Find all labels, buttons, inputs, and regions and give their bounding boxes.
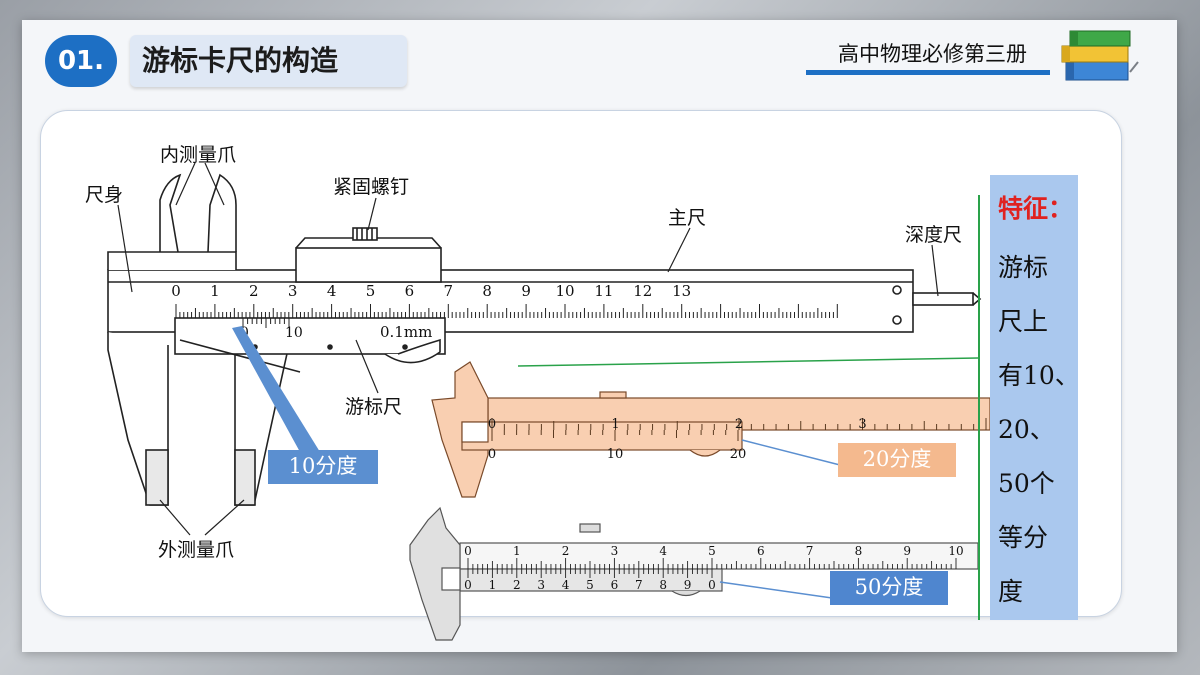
tag-10-division: 10分度: [268, 450, 378, 484]
ruler50-main-number: 9: [903, 544, 911, 558]
ruler50-main-number: 4: [659, 544, 667, 558]
ruler50-main-number: 5: [708, 544, 716, 558]
ruler20-vernier-ticks: [491, 430, 739, 441]
vernier-10-ticks: [242, 318, 290, 328]
ruler50-vernier-number: 2: [513, 578, 521, 592]
main-scale-number: 0: [171, 282, 181, 300]
label-leaders: [117, 162, 939, 536]
feature-title: 特征：: [998, 194, 1074, 223]
caliper-10-division: [107, 173, 982, 506]
ruler50-vernier-number: 5: [586, 578, 594, 592]
main-scale-number: 8: [482, 282, 492, 300]
ruler50-main-number: 1: [513, 544, 521, 558]
label-main-scale: 主尺: [668, 207, 707, 229]
ruler20-main-number: 3: [858, 417, 866, 432]
ruler50-main-number: 7: [806, 544, 814, 558]
tag-50-division: 50分度: [830, 571, 948, 605]
ruler20-vernier-number: 10: [607, 447, 624, 462]
ruler50-vernier-number: 1: [489, 578, 497, 592]
main-scale-number: 13: [672, 282, 691, 300]
main-scale-number: 2: [249, 282, 259, 300]
lock-screw: [352, 227, 378, 241]
main-scale-number: 6: [405, 282, 415, 300]
tag-10-pointer: [232, 326, 320, 452]
depth-rod: [912, 292, 974, 306]
subject-label: 高中物理必修第三册: [838, 42, 1027, 66]
ruler50-main-number: 6: [757, 544, 765, 558]
ruler50-vernier-number: 7: [635, 578, 643, 592]
inner-jaw-moving: [207, 173, 237, 253]
tag-50-leader: [719, 581, 833, 599]
label-lock-screw: 紧固螺钉: [333, 176, 410, 198]
inner-jaw-fixed: [159, 173, 182, 253]
vernier-precision: 0.1mm: [380, 323, 432, 341]
main-scale-number: 11: [594, 282, 613, 300]
ruler50-vernier-number: 4: [562, 578, 570, 592]
main-scale-ticks: [175, 304, 838, 318]
ruler50-main-number: 8: [855, 544, 863, 558]
ruler50-vernier-number: 6: [611, 578, 619, 592]
caliper-20-division: [431, 361, 991, 498]
page-title: 游标卡尺的构造: [130, 35, 407, 87]
ruler20-main-ticks: [491, 418, 987, 430]
caliper-50-division: [409, 506, 979, 641]
main-scale-number: 5: [366, 282, 376, 300]
ruler20-main-number: 0: [488, 417, 496, 432]
label-inner-jaw: 内测量爪: [160, 144, 237, 166]
ruler20-vernier-number: 0: [488, 447, 496, 462]
main-scale-number: 9: [521, 282, 531, 300]
main-scale-number: 1: [210, 282, 220, 300]
green-divider: [978, 195, 980, 620]
main-scale-number: 4: [327, 282, 337, 300]
ruler50-main-number: 10: [948, 544, 963, 558]
vernier-plate: [174, 317, 446, 355]
ruler50-vernier-ticks: [467, 569, 713, 578]
ruler50-vernier-numbers: 0 1 2 3 4 5 6 7 8 9 0: [464, 578, 716, 592]
ruler50-vernier-number: 0: [708, 578, 716, 592]
label-body: 尺身: [85, 184, 124, 206]
green-connector: [517, 357, 979, 367]
feature-line: 等分: [998, 523, 1049, 552]
ruler50-main-ticks: [467, 558, 957, 569]
ruler50-main-number: 0: [464, 544, 472, 558]
ruler50-main-number: 2: [562, 544, 570, 558]
main-scale-number: 12: [633, 282, 652, 300]
feature-line: 20、: [998, 415, 1055, 444]
main-scale-number: 7: [444, 282, 454, 300]
ruler20-vernier-number: 20: [730, 447, 747, 462]
label-vernier: 游标尺: [345, 396, 403, 418]
main-scale-number: 3: [288, 282, 298, 300]
ruler50-vernier-number: 9: [684, 578, 692, 592]
tag-20-division: 20分度: [838, 443, 956, 477]
subject-underline: [806, 70, 1050, 75]
ruler50-main-number: 3: [611, 544, 619, 558]
feature-text: 游标 尺上 有10、 20、 50个 等分 度: [998, 241, 1080, 619]
ruler20-main-number: 1: [611, 417, 619, 432]
ruler20-main-numbers: 0 1 2 3: [488, 417, 867, 432]
main-scale-number: 10: [555, 282, 574, 300]
body-head: [107, 251, 237, 270]
feature-box: 特征： 游标 尺上 有10、 20、 50个 等分 度: [990, 175, 1080, 620]
ruler20-vernier-numbers: 0 10 20: [488, 447, 746, 462]
label-depth-rod: 深度尺: [905, 224, 963, 246]
feature-line: 尺上: [998, 307, 1049, 336]
tag-20-leader: [741, 439, 841, 466]
label-outer-jaw: 外测量爪: [158, 539, 235, 561]
feature-line: 游标: [998, 253, 1049, 282]
ruler50-vernier-number: 0: [464, 578, 472, 592]
ruler50-main-numbers: 0 1 2 3 4 5 6 7 8 9 10: [464, 544, 963, 558]
feature-line: 度: [998, 577, 1024, 606]
ruler50-vernier-number: 3: [537, 578, 545, 592]
books-icon: [1061, 30, 1139, 81]
section-number-badge: 01.: [45, 35, 117, 87]
vernier-10-end: 10: [285, 325, 303, 341]
feature-line: 有10、: [998, 361, 1080, 390]
feature-line: 50个: [998, 469, 1055, 498]
slider-top: [295, 247, 442, 283]
thumb-wheel: [384, 338, 441, 364]
ruler20-main-number: 2: [735, 417, 743, 432]
ruler50-vernier-number: 8: [659, 578, 667, 592]
